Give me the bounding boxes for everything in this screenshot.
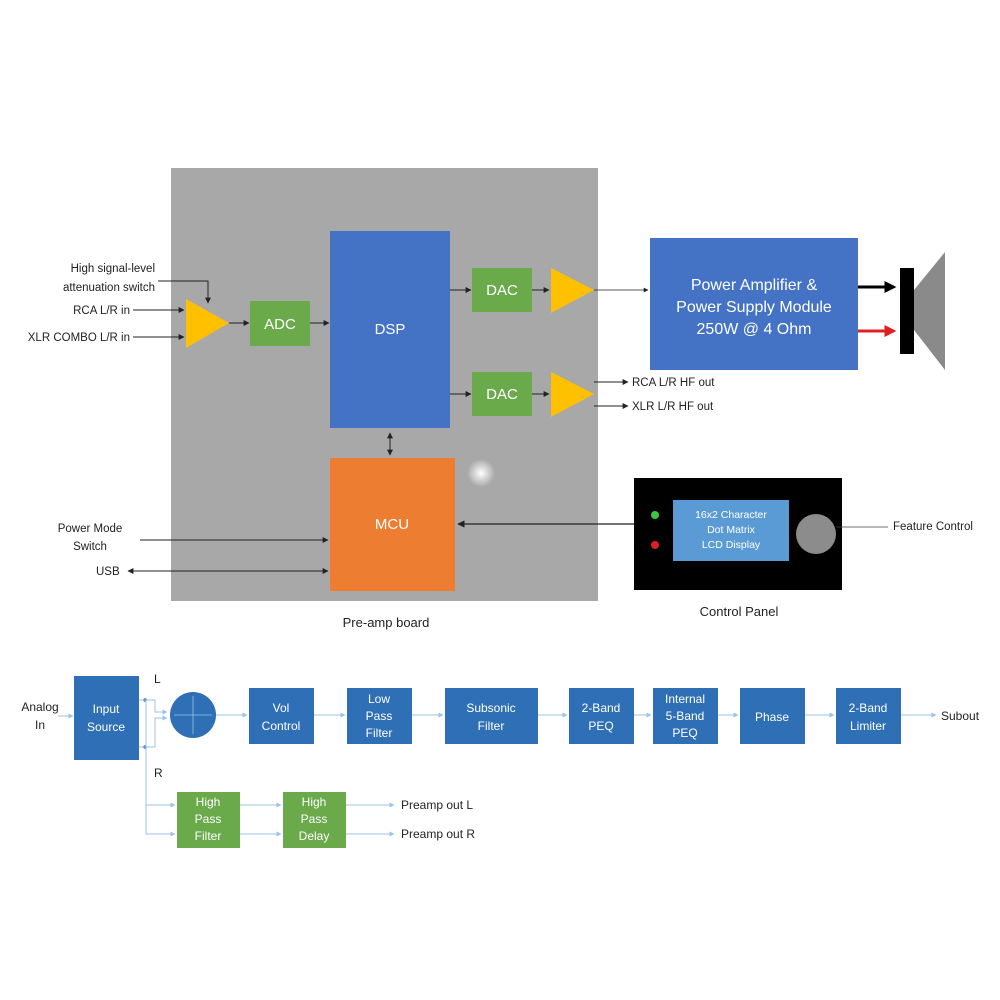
input-amplifier (186, 299, 229, 348)
output-amplifier-bottom (551, 372, 594, 417)
two-band-peq-label: PEQ (588, 719, 613, 733)
five-band-peq-label: 5-Band (666, 709, 705, 723)
limiter-label: Limiter (850, 719, 886, 733)
channel-r-label: R (154, 766, 163, 780)
low-pass-filter-block (347, 688, 412, 744)
five-band-peq-block (653, 688, 718, 744)
output-amplifier-top (551, 268, 594, 313)
phase-block (740, 688, 805, 744)
dac-top-block (472, 268, 532, 312)
speaker-icon (900, 252, 945, 370)
rca-in-label: RCA L/R in (73, 305, 130, 317)
five-band-peq-label: Internal (665, 692, 705, 706)
lcd-display (673, 500, 789, 561)
dac-top-label: DAC (486, 282, 518, 299)
low-pass-filter-label: Low (368, 692, 390, 706)
power-mode-switch-label: Switch (73, 541, 107, 553)
subsonic-filter-label: Subsonic (466, 701, 515, 715)
l-to-summer-line (139, 699, 168, 715)
dsp-label: DSP (375, 321, 406, 338)
five-band-peq-label: PEQ (672, 726, 697, 740)
two-band-peq-label: 2-Band (582, 701, 621, 715)
preamp-out-l-label: Preamp out L (401, 798, 473, 812)
high-pass-delay-label: High (302, 795, 327, 809)
vol-control-label: Control (262, 719, 301, 733)
high-pass-delay-block (283, 792, 346, 848)
xlr-out-label: XLR L/R HF out (632, 401, 714, 413)
input-source-block (74, 676, 139, 760)
xlr-combo-in-label: XLR COMBO L/R in (28, 332, 130, 344)
mcu-block (330, 458, 455, 591)
analog-in-label: In (35, 718, 45, 732)
high-pass-filter-label: High (196, 795, 221, 809)
high-pass-filter-label: Filter (195, 829, 222, 843)
lcd-display-label: 16x2 Character (695, 509, 767, 521)
high-pass-delay-label: Pass (301, 812, 328, 826)
mcu-label: MCU (375, 516, 409, 533)
input-source-label: Source (87, 720, 125, 734)
low-pass-filter-label: Filter (366, 726, 393, 740)
lens-glare (467, 459, 495, 487)
control-panel-caption: Control Panel (700, 604, 779, 619)
feature-control-knob-icon (796, 514, 836, 554)
attenuation-switch-line (158, 280, 211, 304)
limiter-label: 2-Band (849, 701, 888, 715)
green-led-icon (651, 511, 659, 519)
rca-out-label: RCA L/R HF out (632, 377, 715, 389)
limiter-block (836, 688, 901, 744)
input-source-label: Input (93, 702, 120, 716)
red-led-icon (651, 541, 659, 549)
power-amplifier-block (650, 238, 858, 370)
lcd-display-label: LCD Display (702, 539, 761, 551)
phase-label: Phase (755, 710, 789, 724)
high-pass-filter-block (177, 792, 240, 848)
dac-bottom-block (472, 372, 532, 416)
power-mode-switch-label: Power Mode (58, 523, 123, 535)
lcd-display-label: Dot Matrix (707, 524, 756, 536)
preamp-board-caption: Pre-amp board (343, 615, 430, 630)
preamp-out-r-label: Preamp out R (401, 827, 475, 841)
r-to-hpf-line (145, 747, 176, 837)
r-to-summer-line (139, 715, 168, 748)
subout-label: Subout (941, 709, 980, 723)
high-pass-delay-label: Delay (299, 829, 330, 843)
subsonic-filter-block (445, 688, 538, 744)
power-amplifier-label: Power Amplifier & (691, 277, 818, 294)
power-amplifier-label: Power Supply Module (676, 299, 832, 316)
adc-block (250, 301, 310, 346)
high-pass-filter-label: Pass (195, 812, 222, 826)
attenuation-switch-label: High signal-level (71, 263, 155, 275)
vol-control-label: Vol (273, 701, 290, 715)
power-amplifier-label: 250W @ 4 Ohm (697, 321, 812, 338)
adc-label: ADC (264, 316, 296, 333)
feature-control-label: Feature Control (893, 521, 973, 533)
analog-in-label: Analog (21, 700, 58, 714)
usb-label: USB (96, 566, 120, 578)
dsp-block (330, 231, 450, 428)
attenuation-switch-label: attenuation switch (63, 282, 155, 294)
two-band-peq-block (569, 688, 634, 744)
low-pass-filter-label: Pass (366, 709, 393, 723)
dac-bottom-label: DAC (486, 386, 518, 403)
channel-l-label: L (154, 672, 161, 686)
subsonic-filter-label: Filter (478, 719, 505, 733)
vol-control-block (249, 688, 314, 744)
